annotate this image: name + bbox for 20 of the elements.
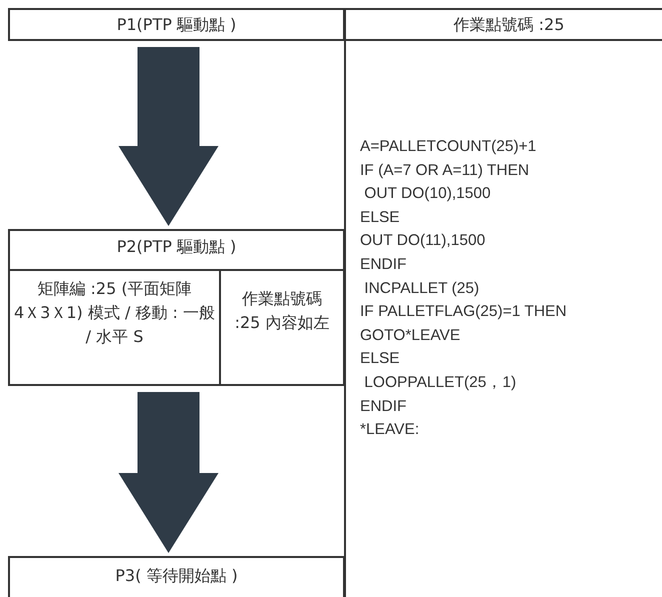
block-arrow bbox=[118, 392, 218, 553]
table-cell: 作業點號碼 :25 內容如左 bbox=[219, 269, 343, 384]
block-arrow bbox=[118, 47, 218, 226]
code-line: OUT DO(11),1500 bbox=[360, 231, 486, 252]
process-box: P3( 等待開始點 ) bbox=[8, 556, 345, 597]
code-line: ELSE bbox=[360, 208, 400, 228]
code-line: GOTO*LEAVE bbox=[360, 326, 460, 346]
process-box: P2(PTP 驅動點 ) 矩陣編 :25 (平面矩陣 4Ｘ3Ｘ1) 模式 / 移動 : 一般 / 水平 S 作業點號碼 :25 內容如左 bbox=[8, 229, 345, 386]
code-line: ENDIF bbox=[360, 255, 406, 275]
code-line: OUT DO(10),1500 bbox=[363, 184, 491, 204]
code-line: ELSE bbox=[360, 349, 400, 370]
process-box: P1(PTP 驅動點 ) bbox=[8, 8, 345, 41]
header-cell: 作業點號碼 :25 bbox=[344, 8, 662, 41]
code-line: IF PALLETFLAG(25)=1 THEN bbox=[360, 302, 567, 322]
code-line: *LEAVE: bbox=[360, 420, 420, 440]
code-line: IF (A=7 OR A=11) THEN bbox=[360, 160, 530, 181]
code-line: INCPALLET (25) bbox=[363, 278, 480, 299]
code-line: LOOPPALLET(25，1) bbox=[363, 373, 516, 393]
code-line: ENDIF bbox=[360, 396, 406, 417]
code-line: A=PALLETCOUNT(25)+1 bbox=[360, 137, 536, 157]
